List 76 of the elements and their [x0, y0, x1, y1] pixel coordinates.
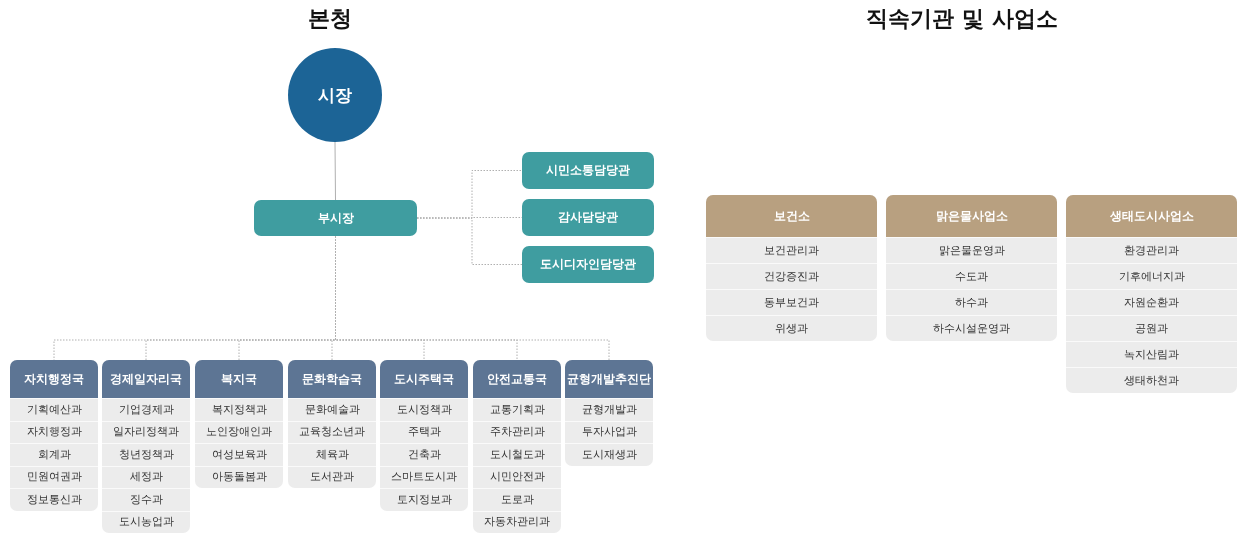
department-row: 보건관리과 [706, 237, 877, 263]
department-row: 맑은물운영과 [886, 237, 1057, 263]
card-header: 복지국 [195, 360, 283, 398]
department-card [380, 360, 468, 511]
department-card [1066, 195, 1237, 393]
department-row: 세정과 [102, 465, 190, 488]
department-row: 복지정책과 [195, 398, 283, 421]
card-header: 문화학습국 [288, 360, 376, 398]
card-header: 안전교통국 [473, 360, 561, 398]
department-card [10, 360, 98, 511]
section-heading: 직속기관 및 사업소 [866, 5, 1058, 33]
office-box: 도시디자인담당관 [522, 246, 654, 283]
department-row: 청년정책과 [102, 443, 190, 466]
department-row: 정보통신과 [10, 488, 98, 511]
department-card [706, 195, 877, 341]
department-row: 자치행정과 [10, 420, 98, 443]
department-row: 일자리정책과 [102, 420, 190, 443]
department-card [565, 360, 653, 466]
department-row: 시민안전과 [473, 465, 561, 488]
department-row: 아동돌봄과 [195, 465, 283, 488]
department-row: 도시철도과 [473, 443, 561, 466]
card-header: 생태도시사업소 [1066, 195, 1237, 237]
department-row: 민원여권과 [10, 465, 98, 488]
office-box: 시민소통담당관 [522, 152, 654, 189]
connector-line [334, 141, 336, 201]
department-row: 도서관과 [288, 465, 376, 488]
department-row: 체육과 [288, 443, 376, 466]
card-header: 맑은물사업소 [886, 195, 1057, 237]
card-header: 보건소 [706, 195, 877, 237]
department-row: 토지정보과 [380, 488, 468, 511]
department-row: 공원과 [1066, 315, 1237, 341]
office-box: 부시장 [254, 200, 417, 236]
department-row: 교통기획과 [473, 398, 561, 421]
department-row: 위생과 [706, 315, 877, 341]
department-row: 건축과 [380, 443, 468, 466]
department-row: 투자사업과 [565, 420, 653, 443]
card-header: 자치행정국 [10, 360, 98, 398]
mayor-circle: 시장 [288, 48, 382, 142]
department-card [195, 360, 283, 488]
department-row: 노인장애인과 [195, 420, 283, 443]
department-row: 징수과 [102, 488, 190, 511]
department-row: 하수시설운영과 [886, 315, 1057, 341]
department-card [102, 360, 190, 533]
department-card [473, 360, 561, 533]
department-row: 문화예술과 [288, 398, 376, 421]
department-row: 기후에너지과 [1066, 263, 1237, 289]
department-row: 여성보육과 [195, 443, 283, 466]
card-header: 도시주택국 [380, 360, 468, 398]
department-row: 균형개발과 [565, 398, 653, 421]
department-row: 도시농업과 [102, 510, 190, 533]
department-row: 도로과 [473, 488, 561, 511]
department-card [886, 195, 1057, 341]
department-row: 자동차관리과 [473, 510, 561, 533]
dotted-connector [416, 217, 523, 265]
department-row: 생태하천과 [1066, 367, 1237, 393]
department-row: 수도과 [886, 263, 1057, 289]
department-row: 건강증진과 [706, 263, 877, 289]
department-row: 기획예산과 [10, 398, 98, 421]
department-row: 도시재생과 [565, 443, 653, 466]
department-row: 스마트도시과 [380, 465, 468, 488]
section-heading: 본청 [308, 5, 352, 33]
department-card [288, 360, 376, 488]
department-row: 회계과 [10, 443, 98, 466]
card-header: 균형개발추진단 [565, 360, 653, 398]
department-row: 녹지산림과 [1066, 341, 1237, 367]
department-row: 환경관리과 [1066, 237, 1237, 263]
office-box: 감사담당관 [522, 199, 654, 236]
department-row: 기업경제과 [102, 398, 190, 421]
department-row: 하수과 [886, 289, 1057, 315]
department-row: 주택과 [380, 420, 468, 443]
card-header: 경제일자리국 [102, 360, 190, 398]
department-row: 자원순환과 [1066, 289, 1237, 315]
department-row: 동부보건과 [706, 289, 877, 315]
department-row: 교육청소년과 [288, 420, 376, 443]
department-row: 주차관리과 [473, 420, 561, 443]
department-row: 도시정책과 [380, 398, 468, 421]
